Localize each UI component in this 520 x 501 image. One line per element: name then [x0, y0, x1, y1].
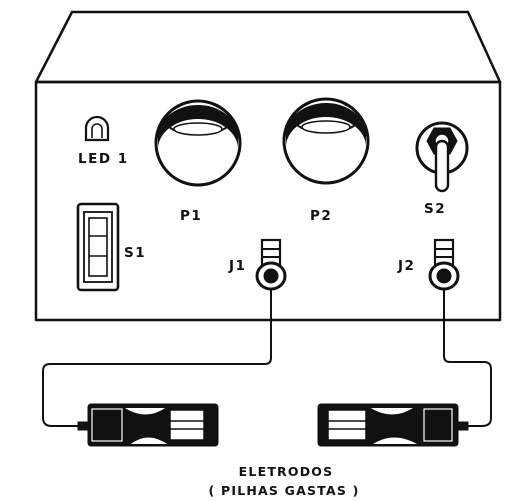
electrodes-caption-line1: ELETRODOS — [239, 464, 334, 479]
jack-icon — [428, 238, 460, 291]
battery-icon — [77, 403, 219, 447]
enclosure-front — [34, 80, 502, 322]
knob-icon — [154, 99, 242, 187]
j2-label: J2 — [397, 258, 415, 274]
wire-j1 — [42, 288, 272, 427]
enclosure — [34, 10, 502, 322]
p1-label: P1 — [180, 208, 202, 224]
battery-icon — [317, 403, 469, 447]
led1-label: LED 1 — [78, 151, 129, 167]
electrodes-caption-line2: ( PILHAS GASTAS ) — [209, 483, 360, 498]
wire-j2 — [443, 288, 492, 427]
jack-icon — [255, 238, 287, 291]
slide-switch-icon — [76, 202, 120, 292]
s2-label: S2 — [424, 201, 446, 217]
p2-label: P2 — [310, 208, 332, 224]
knob-icon — [282, 97, 370, 185]
toggle-switch-icon — [415, 121, 469, 193]
s1-label: S1 — [124, 245, 146, 261]
led-icon — [84, 115, 110, 142]
enclosure-top — [34, 10, 502, 84]
j1-label: J1 — [228, 258, 246, 274]
